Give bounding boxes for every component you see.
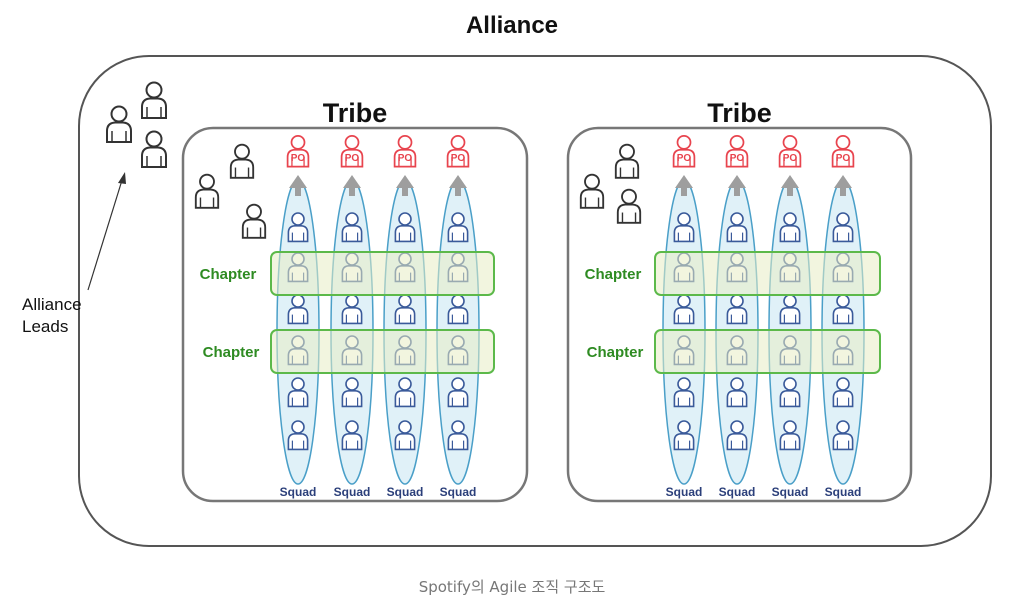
alliance-leads-arrow <box>87 176 124 291</box>
alliance-leads-label-line: Alliance <box>22 295 82 314</box>
tribe-title: Tribe <box>323 98 388 128</box>
chapter-label: Chapter <box>200 266 257 283</box>
arrow-up-icon <box>781 175 799 196</box>
product-owner-label: PO <box>451 153 466 164</box>
alliance-title: Alliance <box>465 12 559 39</box>
product-owner-label: PO <box>730 153 745 164</box>
chapter-band <box>270 251 495 296</box>
chapter-band <box>654 329 881 374</box>
arrow-up-icon <box>728 175 746 196</box>
figure-caption: Spotify의 Agile 조직 구조도 <box>418 578 606 596</box>
arrowhead-icon <box>118 172 126 184</box>
arrow-up-icon <box>449 175 467 196</box>
squad-label: Squad <box>719 485 756 499</box>
arrow-up-icon <box>675 175 693 196</box>
arrow-up-icon <box>834 175 852 196</box>
squad-label: Squad <box>440 485 477 499</box>
chapter-label: Chapter <box>585 266 642 283</box>
alliance-leads-label-line: Leads <box>22 317 69 336</box>
product-owner-label: PO <box>345 153 360 164</box>
product-owner-label: PO <box>398 153 413 164</box>
product-owner-label: PO <box>836 153 851 164</box>
arrow-up-icon <box>396 175 414 196</box>
chapter-label: Chapter <box>203 344 260 361</box>
arrow-up-icon <box>289 175 307 196</box>
product-owner-label: PO <box>677 153 692 164</box>
squad-label: Squad <box>334 485 371 499</box>
squad-label: Squad <box>387 485 424 499</box>
product-owner-label: PO <box>783 153 798 164</box>
chapter-band <box>654 251 881 296</box>
squad-label: Squad <box>825 485 862 499</box>
arrow-up-icon <box>343 175 361 196</box>
tribe-title: Tribe <box>707 98 772 128</box>
chapter-label: Chapter <box>587 344 644 361</box>
squad-label: Squad <box>772 485 809 499</box>
squad-label: Squad <box>666 485 703 499</box>
product-owner-label: PO <box>291 153 306 164</box>
chapter-band <box>270 329 495 374</box>
alliance-leads-label: Alliance Leads <box>22 294 82 338</box>
squad-label: Squad <box>280 485 317 499</box>
